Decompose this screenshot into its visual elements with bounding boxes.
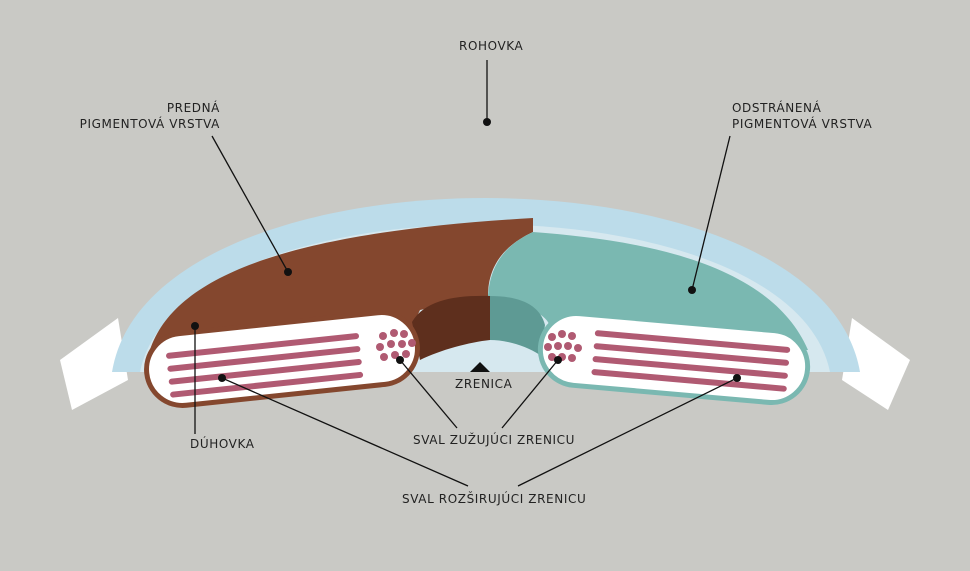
pupil-arrow-icon — [470, 362, 490, 372]
pupil-wall-brown — [412, 295, 490, 360]
label-dilator: SVAL ROZŠIRUJÚCI ZRENICU — [402, 492, 587, 506]
leader-sphincter-left — [399, 359, 458, 429]
pin-sphincter-right — [554, 356, 562, 364]
label-pupil: ZRENICA — [455, 377, 513, 391]
pupil-wall-teal — [490, 296, 545, 355]
leader-removed-pigment — [691, 135, 731, 291]
leader-sphincter-right — [501, 359, 559, 429]
sclera-left — [60, 318, 128, 410]
pin-sphincter-left — [396, 356, 404, 364]
iris-anterior-pigment-layer — [150, 218, 533, 350]
dilator-muscle-fibers-right — [591, 330, 791, 392]
pin-anterior-pigment — [284, 268, 292, 276]
dilator-muscle-fibers-left — [166, 333, 364, 398]
pin-removed-pigment — [688, 286, 696, 294]
label-removed-pigment: ODSTRÁNENÁ PIGMENTOVÁ VRSTVA — [732, 101, 873, 131]
sphincter-muscle-dots-left — [376, 329, 416, 361]
leader-anterior-pigment — [211, 135, 289, 273]
label-iris: DÚHOVKA — [190, 437, 255, 451]
leader-dilator-left — [221, 377, 469, 487]
label-cornea: ROHOVKA — [459, 39, 524, 53]
pin-dilator-right — [733, 374, 741, 382]
label-anterior-pigment: PREDNÁ PIGMENTOVÁ VRSTVA — [79, 101, 220, 131]
label-sphincter: SVAL ZUŽUJÚCI ZRENICU — [413, 433, 576, 447]
sclera-right — [842, 318, 910, 410]
pin-cornea — [483, 118, 491, 126]
pin-dilator-left — [218, 374, 226, 382]
pin-iris — [191, 322, 199, 330]
sphincter-muscle-dots-right — [544, 330, 582, 362]
leader-dilator-right — [517, 377, 738, 487]
